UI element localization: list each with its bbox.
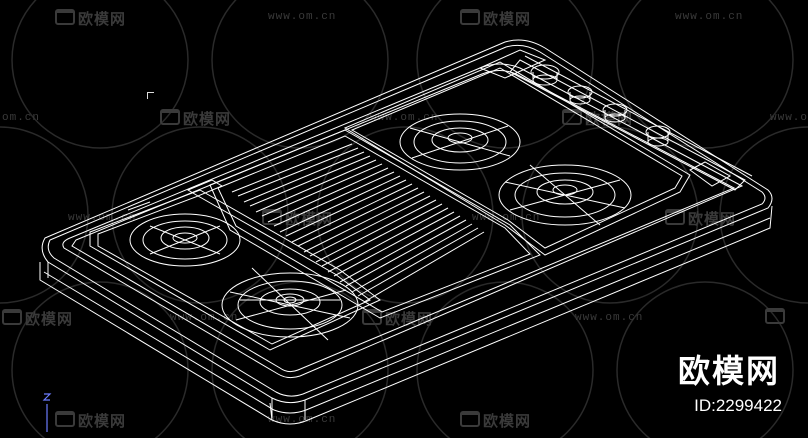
slab-top-inner <box>47 44 766 397</box>
watermark-logo: 欧模网 <box>665 208 736 229</box>
watermark-logo: 欧模网 <box>55 410 126 431</box>
burner-right-top <box>399 113 521 171</box>
watermark-url: www.om.cn <box>268 11 337 23</box>
model-id-label: ID:2299422 <box>694 396 782 415</box>
slab-top-outer <box>41 39 773 404</box>
watermark-logo: 欧模网 <box>362 308 433 329</box>
burner-right-bottom <box>498 164 632 226</box>
brand-title: 欧模网 <box>677 353 780 389</box>
watermark-logo: 欧模网 <box>160 108 231 129</box>
burner-left-top <box>129 213 241 267</box>
watermark-logo: 欧模网 <box>2 308 73 329</box>
control-strip <box>509 59 746 191</box>
zone-grill <box>209 129 541 319</box>
sofa-icon <box>460 411 480 427</box>
control-knobs <box>530 64 732 187</box>
watermark-logo: 欧模网 <box>460 8 531 29</box>
slab-side <box>39 205 773 425</box>
ucs-axis-icon <box>42 393 52 432</box>
watermark-logo <box>765 308 788 327</box>
rim <box>62 63 744 379</box>
sofa-icon <box>55 9 75 25</box>
sofa-icon <box>665 209 685 225</box>
watermark-logo: 欧模网 <box>55 8 126 29</box>
sofa-icon <box>160 109 180 125</box>
cursor-marker <box>147 92 154 99</box>
watermark-url: www.om.cn <box>575 312 644 324</box>
zone-right <box>343 61 691 256</box>
sofa-icon <box>765 308 785 324</box>
watermark-url: om.cn <box>2 112 41 124</box>
sofa-icon <box>55 411 75 427</box>
watermark-logo: 欧模网 <box>460 410 531 431</box>
sofa-icon <box>362 309 382 325</box>
watermark-url: www.om.cn <box>268 414 337 426</box>
sofa-icon <box>460 9 480 25</box>
watermark-url: www.om.cn <box>770 112 808 124</box>
zone-left <box>89 189 381 351</box>
sofa-icon <box>2 309 22 325</box>
sofa-icon <box>262 209 282 225</box>
watermark-url: www.om.cn <box>675 11 744 23</box>
